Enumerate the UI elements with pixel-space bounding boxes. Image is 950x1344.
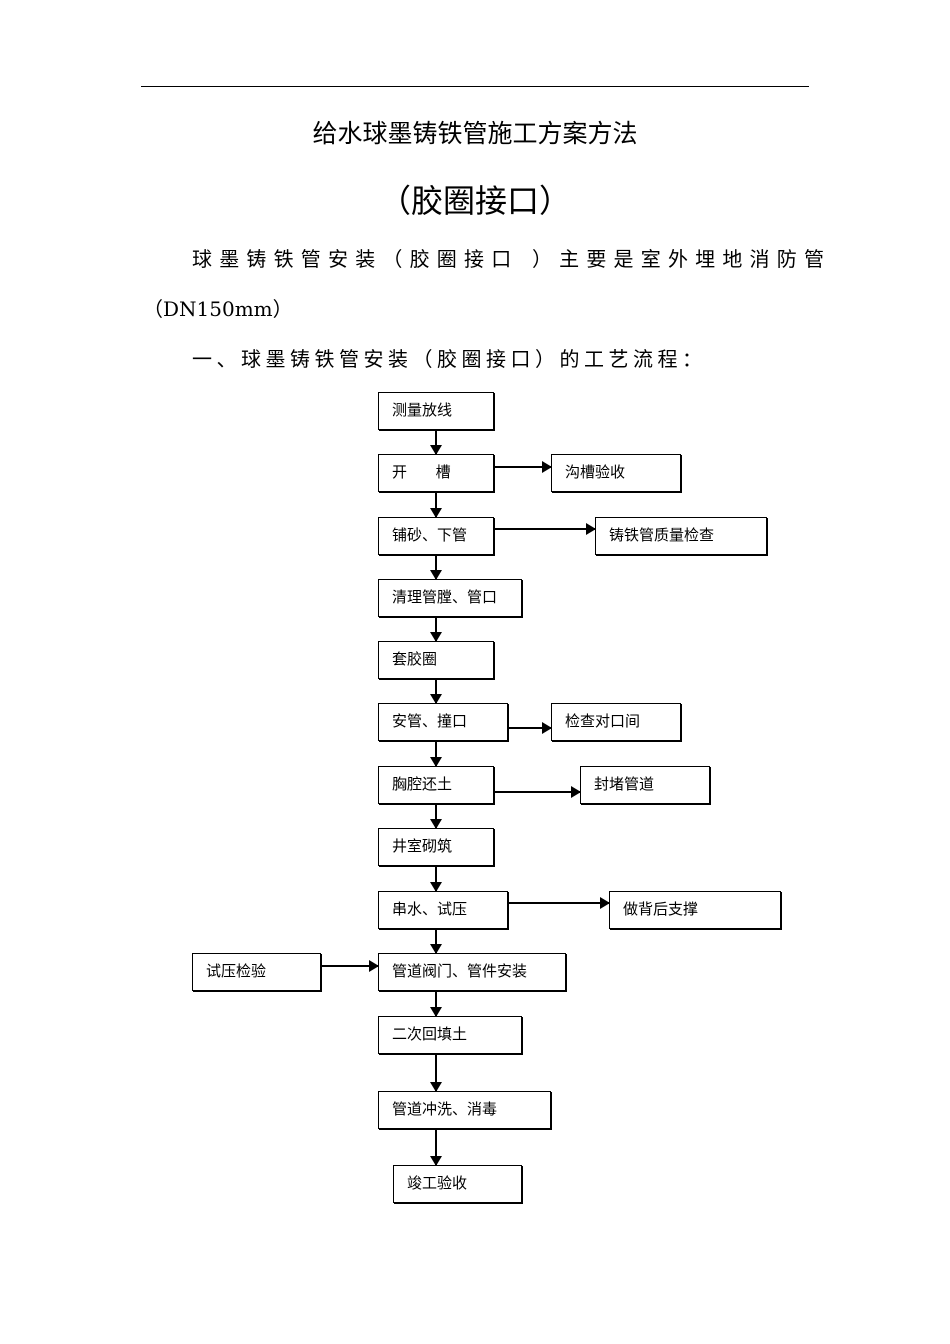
flow-side-step: 沟槽验收 [551,454,681,492]
document-title: 给水球墨铸铁管施工方案方法 [312,119,638,148]
flow-arrow [430,741,442,767]
section-heading: 一、球墨铸铁管安装（胶圈接口）的工艺流程： [192,347,707,371]
flow-arrow [430,1128,442,1166]
flow-step: 管道冲洗、消毒 [378,1091,551,1129]
flow-arrow [430,617,442,642]
flow-step: 测量放线 [378,392,494,430]
flow-arrow [430,492,442,518]
flow-side-step: 检查对口间 [551,703,681,741]
flow-arrow [430,430,442,455]
flow-arrow [508,722,552,734]
header-rule [141,86,809,87]
flow-arrow [508,897,610,909]
flow-side-step: 试压检验 [192,953,321,991]
flow-arrow [430,866,442,892]
flow-arrow [494,523,596,535]
flow-arrow [321,960,379,972]
flow-side-step: 铸铁管质量检查 [595,517,767,555]
flow-step: 铺砂、下管 [378,517,494,555]
flow-step: 安管、撞口 [378,703,508,741]
flow-arrow [494,461,552,473]
flow-arrow [430,804,442,829]
flow-step: 井室砌筑 [378,828,494,866]
flow-arrow [430,929,442,954]
intro-line-2: （DN150mm） [143,297,293,321]
flow-arrow [430,991,442,1017]
flow-arrow [494,786,581,798]
document-subtitle: （胶圈接口） [378,182,571,220]
flow-step: 套胶圈 [378,641,494,679]
flow-arrow [430,1053,442,1092]
flow-arrow [430,679,442,704]
flow-step: 管道阀门、管件安装 [378,953,566,991]
flow-step: 开 槽 [378,454,494,492]
intro-line-1: 球墨铸铁管安装（胶圈接口 ）主要是室外埋地消防管 [192,247,832,271]
flow-step: 竣工验收 [393,1165,522,1203]
flow-step: 清理管膛、管口 [378,579,522,617]
flow-step: 二次回填土 [378,1016,522,1054]
flow-side-step: 封堵管道 [580,766,710,804]
flow-step: 胸腔还土 [378,766,494,804]
flow-side-step: 做背后支撑 [609,891,781,929]
flow-arrow [430,554,442,580]
flow-step: 串水、试压 [378,891,508,929]
